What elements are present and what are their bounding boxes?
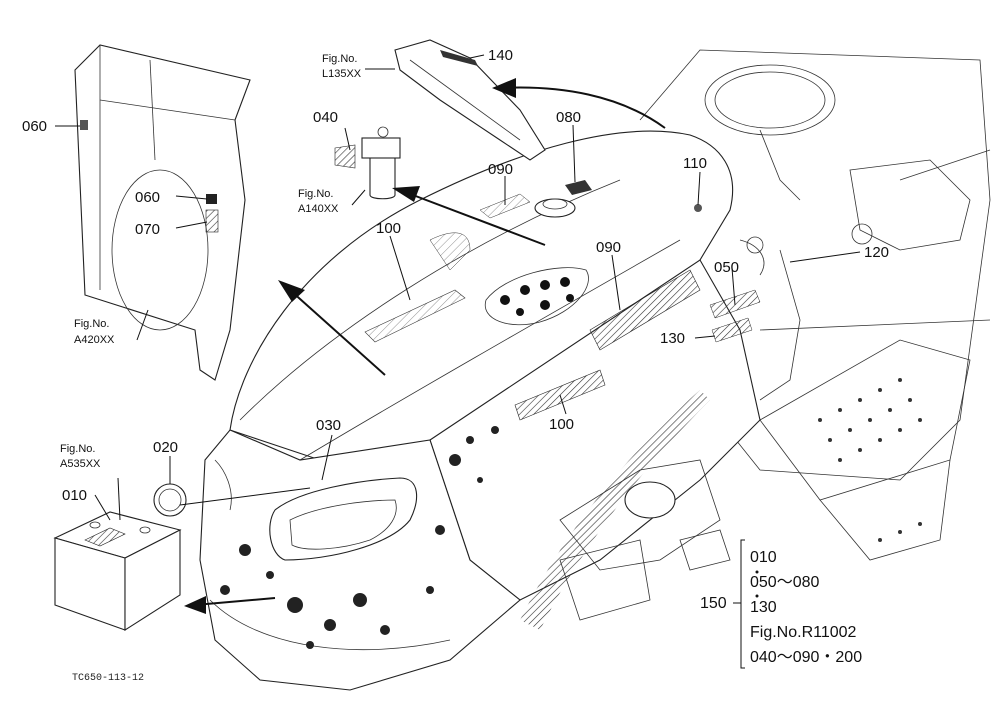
callout-070: 070 [135, 221, 160, 238]
callout-120: 120 [864, 244, 889, 261]
callout-020: 020 [153, 439, 178, 456]
ref-a535-number: A535XX [60, 458, 101, 470]
ref-a535-label: Fig.No. [60, 443, 95, 455]
callout-080: 080 [556, 109, 581, 126]
headlight [214, 459, 418, 561]
tractor-frame [639, 49, 991, 481]
callout-090-top: 090 [488, 161, 513, 178]
callout-100-top: 100 [376, 220, 401, 237]
dash-cover [394, 39, 546, 161]
callout-110: 110 [683, 155, 707, 172]
callout-060-top: 060 [22, 118, 47, 135]
bracket-line-5: 040～090・200 [750, 649, 862, 666]
ref-l135-number: L135XX [322, 68, 362, 80]
callout-130: 130 [660, 330, 685, 347]
fuel-filter [334, 126, 401, 200]
bracket-line-4: Fig.No.R11002 [750, 624, 857, 641]
bracket-line-3: 130 [750, 599, 777, 616]
callout-100: 100 [549, 416, 574, 433]
callout-060: 060 [135, 189, 160, 206]
callout-010: 010 [62, 487, 87, 504]
assembly-arrows [184, 78, 666, 614]
ref-a420-number: A420XX [74, 334, 115, 346]
leader-lines [55, 54, 861, 521]
engine-area [559, 459, 731, 621]
hood [199, 130, 761, 691]
ref-a420-label: Fig.No. [74, 318, 109, 330]
bracket-line-1: 010 [750, 549, 777, 566]
battery [53, 511, 182, 632]
callout-140: 140 [488, 47, 513, 64]
ref-a140-number: A140XX [298, 203, 339, 215]
dash-pieces [739, 236, 801, 401]
drawing-code: TC650-113-12 [72, 673, 144, 684]
callout-150: 150 [700, 595, 727, 612]
callout-040: 040 [313, 109, 338, 126]
side-decals [220, 390, 710, 649]
callout-050: 050 [714, 259, 739, 276]
callout-030: 030 [316, 417, 341, 434]
callout-090: 090 [596, 239, 621, 256]
filler-cap [534, 198, 576, 218]
ref-a140-label: Fig.No. [298, 188, 333, 200]
bracket-150 [733, 539, 759, 669]
side-panel [74, 44, 251, 381]
step-platform [759, 339, 971, 561]
ref-l135-label: Fig.No. [322, 53, 357, 65]
emblem [153, 483, 187, 517]
bracket-line-2: 050～080 [750, 574, 819, 591]
